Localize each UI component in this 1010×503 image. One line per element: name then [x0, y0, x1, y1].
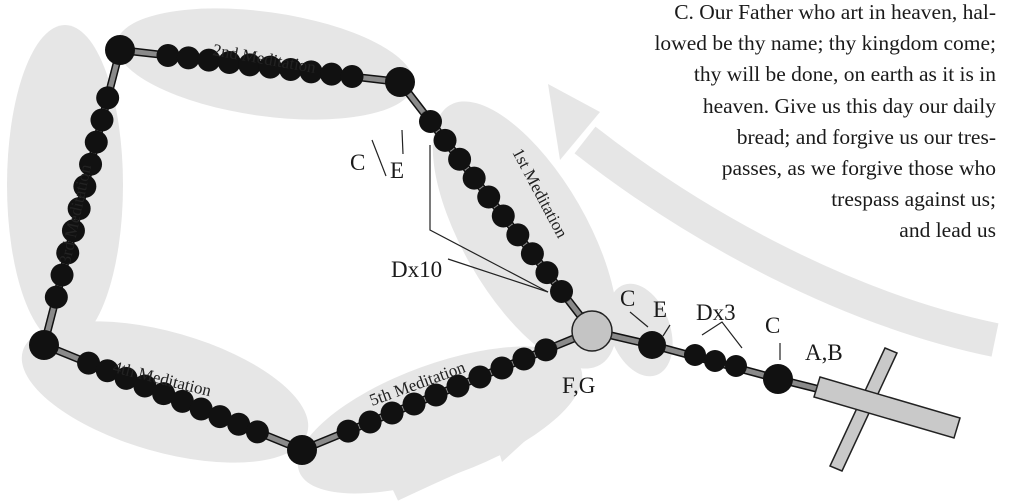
- pointer-dx10-b: [447, 258, 549, 293]
- small-bead: [50, 263, 74, 287]
- small-bead: [512, 347, 536, 371]
- small-bead: [320, 62, 344, 86]
- large-bead: [385, 67, 415, 97]
- small-bead: [96, 86, 120, 110]
- small-bead: [67, 197, 91, 221]
- small-bead: [535, 261, 559, 285]
- our-father-prayer: C. Our Father who art in heaven, hal- lo…: [456, 0, 996, 247]
- small-bead: [61, 219, 85, 243]
- small-bead: [380, 401, 404, 425]
- small-bead: [133, 374, 157, 398]
- small-bead: [73, 174, 97, 198]
- label-ab: A,B: [805, 340, 843, 365]
- label-e-top: E: [390, 158, 404, 183]
- prayer-line: heaven. Give us this day our daily: [702, 93, 996, 118]
- small-bead: [90, 108, 114, 132]
- small-bead: [491, 204, 515, 228]
- small-bead: [176, 46, 200, 70]
- small-bead: [520, 242, 544, 266]
- small-bead: [279, 58, 303, 82]
- pointer-c-top: [371, 139, 387, 177]
- small-bead: [208, 405, 232, 429]
- small-bead: [433, 128, 457, 152]
- small-bead: [534, 338, 558, 362]
- large-bead: [29, 330, 59, 360]
- prayer-line: lowed be thy name; thy kingdom come;: [654, 31, 996, 56]
- prayer-line: and lead us: [899, 218, 996, 243]
- prayer-line: trespass against us;: [831, 187, 996, 212]
- pointer-dx3: [701, 321, 743, 349]
- small-bead: [299, 60, 323, 84]
- small-bead: [84, 130, 108, 154]
- small-bead: [245, 420, 269, 444]
- small-bead: [468, 365, 492, 389]
- small-bead: [448, 147, 472, 171]
- small-bead: [550, 279, 574, 303]
- centerpiece-medal: [571, 310, 613, 352]
- pointer-e-top: [401, 129, 404, 155]
- small-bead: [227, 412, 251, 436]
- small-bead: [79, 152, 103, 176]
- large-bead: [638, 331, 666, 359]
- small-bead: [95, 359, 119, 383]
- pointer-dx10-a: [429, 145, 549, 293]
- small-bead: [258, 55, 282, 79]
- small-bead: [418, 110, 442, 134]
- label-dx10: Dx10: [391, 257, 442, 282]
- small-bead: [217, 50, 241, 74]
- small-bead: [358, 410, 382, 434]
- small-bead: [238, 53, 262, 77]
- crucifix: [813, 347, 961, 472]
- small-bead: [156, 43, 180, 67]
- small-bead: [462, 166, 486, 190]
- label-c-cross: C: [765, 313, 780, 338]
- label-c-stem: C: [620, 286, 635, 311]
- small-bead: [340, 65, 364, 89]
- small-bead: [44, 285, 68, 309]
- small-bead: [336, 419, 360, 443]
- prayer-line: C. Our Father who art in heaven, hal-: [674, 0, 996, 24]
- label-fg: F,G: [562, 373, 595, 398]
- rosary-beads: [29, 35, 823, 465]
- small-bead: [725, 355, 747, 377]
- highlight-5th-meditation: [297, 346, 583, 494]
- flow-arrow-upper: [548, 84, 999, 357]
- small-bead: [490, 356, 514, 380]
- small-bead: [152, 382, 176, 406]
- small-bead: [506, 223, 530, 247]
- large-bead: [763, 364, 793, 394]
- small-bead: [446, 374, 470, 398]
- pointer-e-stem: [662, 324, 671, 337]
- pointer-c-stem: [629, 311, 649, 328]
- prayer-line: bread; and forgive us our tres-: [736, 124, 996, 149]
- small-bead: [704, 350, 726, 372]
- label-e-stem: E: [653, 297, 667, 322]
- label-c-top: C: [350, 150, 365, 175]
- small-bead: [189, 397, 213, 421]
- small-bead: [170, 389, 194, 413]
- small-bead: [197, 48, 221, 72]
- small-bead: [402, 392, 426, 416]
- prayer-line: passes, as we forgive those who: [721, 156, 996, 181]
- small-bead: [77, 351, 101, 375]
- label-dx3: Dx3: [696, 300, 736, 325]
- small-bead: [424, 383, 448, 407]
- small-bead: [114, 366, 138, 390]
- large-bead: [105, 35, 135, 65]
- small-bead: [477, 185, 501, 209]
- small-bead: [684, 344, 706, 366]
- prayer-line: thy will be done, on earth as it is in: [693, 62, 996, 87]
- small-bead: [56, 241, 80, 265]
- pointer-lines: [371, 129, 781, 360]
- highlight-3rd-meditation: [7, 25, 123, 345]
- large-bead: [287, 435, 317, 465]
